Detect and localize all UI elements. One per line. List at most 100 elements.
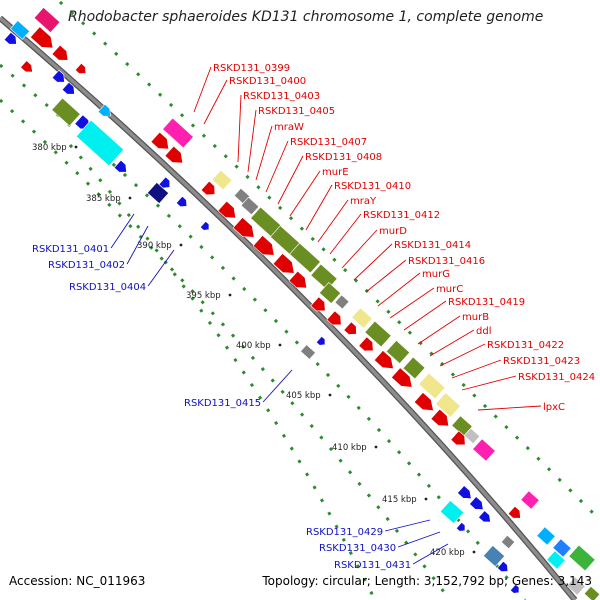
scale-label-2: 385 kbp	[86, 194, 121, 204]
red-label-1: RSKD131_0399	[213, 63, 290, 74]
red-leader-10	[317, 199, 349, 243]
gene-feature-73	[509, 583, 520, 594]
accession-text: Accession: NC_011963	[9, 574, 146, 588]
red-label-6: RSKD131_0407	[290, 137, 367, 148]
gene-feature-21	[199, 220, 210, 231]
red-label-22: RSKD131_0424	[518, 372, 595, 383]
red-leader-8	[289, 170, 321, 217]
gene-feature-8	[51, 69, 65, 83]
scale-tick-4	[228, 293, 232, 297]
gene-feature-17	[164, 145, 184, 164]
red-label-5: mraW	[274, 122, 304, 133]
red-label-16: murC	[436, 284, 463, 295]
gene-feature-46	[391, 367, 413, 388]
gene-feature-65	[500, 534, 516, 550]
scale-label-8: 415 kbp	[382, 495, 417, 505]
red-label-21: RSKD131_0423	[503, 356, 580, 367]
red-leader-17	[403, 300, 447, 331]
gene-feature-39	[351, 307, 373, 329]
red-leader-12	[341, 229, 378, 269]
gene-feature-31	[232, 217, 255, 238]
red-label-20: RSKD131_0422	[487, 340, 564, 351]
dotted-line-4	[68, 144, 377, 600]
blue-label-1: RSKD131_0401	[32, 244, 109, 255]
red-label-8: murE	[322, 167, 349, 178]
backbone-line	[0, 16, 577, 600]
gene-feature-1	[33, 7, 61, 33]
gene-feature-14	[113, 159, 127, 173]
gene-feature-34	[288, 270, 308, 289]
gene-feature-56	[315, 335, 326, 346]
red-leader-13	[353, 243, 393, 281]
gene-features	[3, 7, 600, 600]
scale-label-1: 380 kbp	[32, 143, 67, 153]
red-label-7: RSKD131_0408	[305, 152, 382, 163]
red-leader-1	[193, 66, 212, 113]
red-label-14: RSKD131_0416	[408, 256, 485, 267]
gene-feature-2	[29, 26, 54, 49]
gene-feature-50	[430, 408, 450, 427]
scale-label-3: 390 kbp	[137, 241, 172, 251]
scale-label-9: 420 kbp	[430, 548, 465, 558]
red-leader-9	[305, 184, 333, 231]
gene-feature-52	[463, 427, 481, 445]
chromosome-backbone	[0, 15, 578, 600]
scale-tick-3	[179, 243, 183, 247]
gene-feature-42	[402, 356, 426, 380]
gene-feature-68	[552, 538, 572, 558]
scale-tick-5	[278, 343, 282, 347]
map-title: Rhodobacter sphaeroides KD131 chromosome…	[68, 9, 544, 25]
blue-leader-1	[110, 213, 135, 249]
blue-label-5: RSKD131_0429	[306, 527, 383, 538]
red-label-12: murD	[379, 226, 407, 237]
red-leader-19	[429, 329, 475, 357]
gene-feature-5	[3, 31, 17, 45]
red-label-10: mraY	[350, 196, 377, 207]
scale-tick-9	[472, 550, 476, 554]
red-leader-14	[365, 259, 407, 293]
blue-leader-3	[147, 249, 175, 287]
gene-feature-12	[75, 119, 125, 167]
gene-feature-45	[373, 350, 394, 370]
red-label-15: murG	[422, 269, 450, 280]
gene-feature-7	[20, 60, 33, 73]
gene-feature-49	[413, 392, 434, 412]
dotted-line-3	[0, 98, 452, 600]
red-label-9: RSKD131_0410	[334, 181, 411, 192]
red-leader-2	[203, 79, 228, 125]
gene-feature-3	[51, 44, 69, 61]
gene-feature-28	[289, 242, 321, 274]
red-leader-4	[247, 109, 257, 173]
gene-feature-35	[318, 282, 342, 304]
dotted-line-1	[58, 0, 600, 522]
blue-leader-4	[262, 369, 293, 403]
scale-tick-6	[328, 393, 332, 397]
red-leader-5	[255, 125, 273, 181]
gene-feature-29	[310, 263, 338, 291]
gene-feature-40	[364, 320, 392, 348]
blue-label-6: RSKD131_0430	[319, 543, 396, 554]
red-leader-20	[439, 343, 486, 367]
red-leader-16	[389, 287, 435, 319]
blue-label-3: RSKD131_0404	[69, 282, 146, 293]
gene-feature-70	[546, 550, 566, 570]
gene-feature-57	[439, 499, 465, 525]
red-leader-3	[237, 94, 242, 163]
red-leader-22	[461, 375, 517, 391]
gene-feature-55	[300, 344, 316, 360]
gene-feature-32	[252, 235, 275, 256]
red-label-13: RSKD131_0414	[394, 240, 471, 251]
scale-label-7: 410 kbp	[332, 443, 367, 453]
gene-feature-23	[200, 180, 216, 196]
scale-label-5: 400 kbp	[236, 341, 271, 351]
gene-feature-67	[536, 526, 556, 546]
red-leader-15	[377, 272, 421, 307]
gene-feature-16	[150, 131, 170, 150]
blue-label-2: RSKD131_0402	[48, 260, 125, 271]
gene-feature-66	[496, 560, 509, 572]
gene-feature-33	[272, 253, 295, 274]
blue-label-4: RSKD131_0415	[184, 398, 261, 409]
